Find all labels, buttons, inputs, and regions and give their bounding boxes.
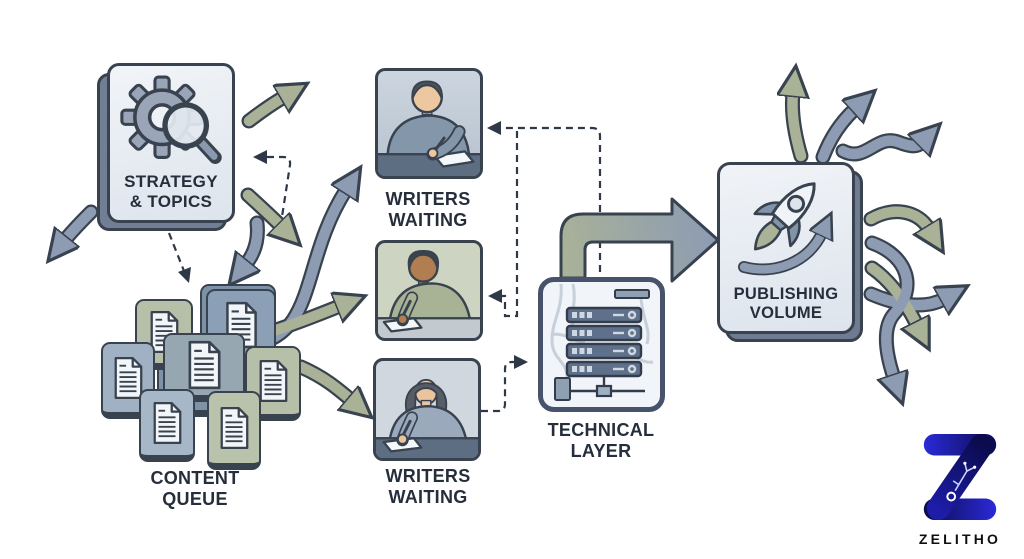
writer-at-desk-icon <box>378 250 480 338</box>
writers-bottom-label-line1: WRITERS <box>385 466 471 486</box>
technical-layer-node <box>538 277 665 412</box>
writer-at-desk-icon <box>378 80 480 176</box>
publishing-volume-label: PUBLISHING VOLUME <box>720 285 852 323</box>
document-card <box>139 389 195 462</box>
writers-middle-node <box>375 240 483 341</box>
gear-search-icon <box>119 75 222 164</box>
tech-to-publishing-arrow <box>559 197 720 283</box>
dashed-feedback-lines <box>167 126 602 413</box>
writer-at-desk-icon <box>376 378 478 458</box>
publishing-volume-node: PUBLISHING VOLUME <box>717 162 855 334</box>
zelitho-logo: ZELITHO <box>901 430 1019 547</box>
document-card <box>207 391 261 470</box>
document-card <box>101 342 155 419</box>
strategy-label: STRATEGY & TOPICS <box>110 172 232 211</box>
zelitho-z-icon <box>923 433 997 521</box>
writers-top-label-line2: WAITING <box>388 209 468 230</box>
writers-top-label-line1: WRITERS <box>385 189 471 209</box>
publishing-volume-label-line1: PUBLISHING <box>733 285 839 303</box>
content-queue-label-line2: QUEUE <box>162 488 228 509</box>
strategy-label-line1: STRATEGY <box>124 172 218 191</box>
technical-layer-label-line1: TECHNICAL <box>547 420 655 440</box>
strategy-label-line2: & TOPICS <box>129 191 213 211</box>
rocket-growth-icon <box>738 182 850 276</box>
content-queue-label: CONTENT QUEUE <box>125 468 265 510</box>
server-rack-icon <box>550 283 654 401</box>
technical-layer-label-line2: LAYER <box>570 440 632 461</box>
writers-top-node <box>375 68 483 179</box>
publishing-volume-label-line2: VOLUME <box>749 304 823 323</box>
writers-top-label: WRITERS WAITING <box>358 189 498 231</box>
strategy-node: STRATEGY & TOPICS <box>107 63 235 223</box>
brand-name: ZELITHO <box>918 531 1002 547</box>
writers-bottom-node <box>373 358 481 461</box>
content-queue-label-line1: CONTENT <box>150 468 240 488</box>
technical-layer-label: TECHNICAL LAYER <box>531 420 671 462</box>
writers-bottom-label-line2: WAITING <box>388 486 468 507</box>
writers-bottom-label: WRITERS WAITING <box>356 466 500 508</box>
dashed-arrowheads <box>178 121 528 369</box>
